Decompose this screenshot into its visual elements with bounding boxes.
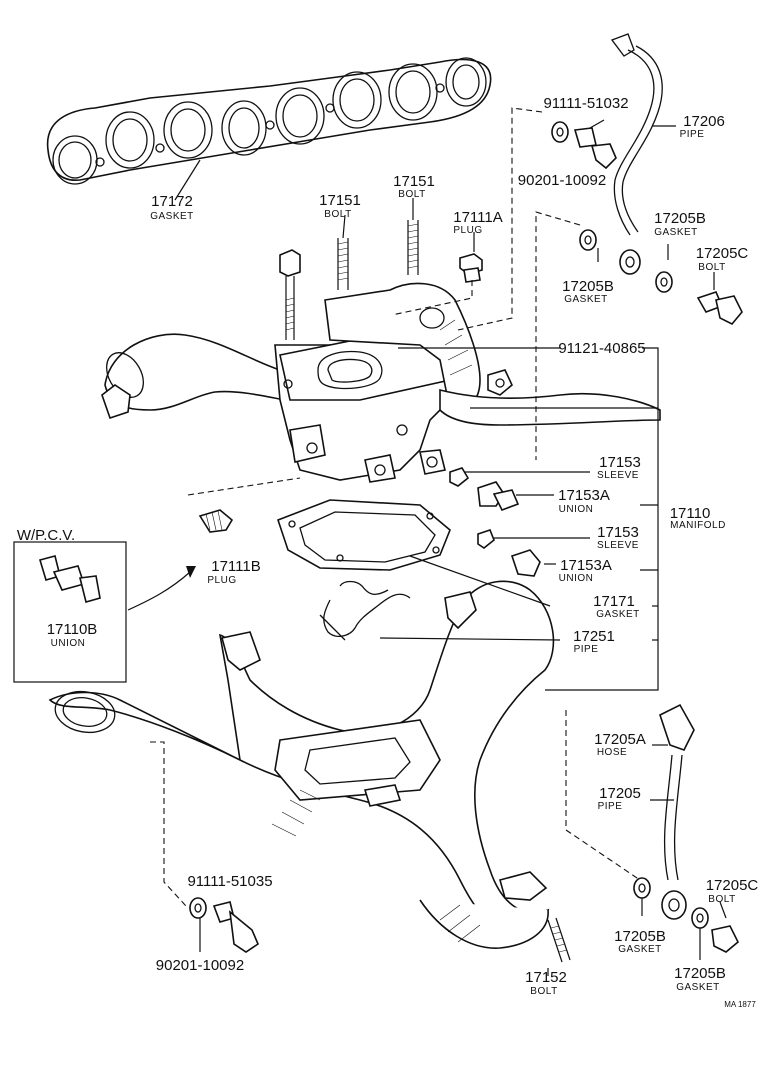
pipe-17205-drawing xyxy=(633,703,739,953)
label-17205b-4-number: 17205B xyxy=(674,965,726,982)
label-17205b-1-name: GASKET xyxy=(654,227,698,238)
label-17205-name: PIPE xyxy=(598,801,623,812)
label-17206-number: 17206 xyxy=(683,113,725,130)
label-17111a-name: PLUG xyxy=(453,225,482,236)
gasket-17171-drawing xyxy=(276,499,451,571)
label-17205-number: 17205 xyxy=(599,785,641,802)
label-17110b-number: 17110B xyxy=(47,621,98,638)
label-17205a-number: 17205A xyxy=(594,731,646,748)
pcv-arrow-head xyxy=(186,566,196,578)
label-17153a-2-name: UNION xyxy=(559,573,594,584)
fittings-right-drawing xyxy=(551,33,743,325)
drawing-code: MA 1877 xyxy=(724,1000,756,1009)
label-17111b-number: 17111B xyxy=(211,558,261,575)
label-17110-name: MANIFOLD xyxy=(670,520,726,531)
label-91121-40865: 91121-40865 xyxy=(558,340,645,357)
union-17110b-drawing xyxy=(38,555,101,603)
label-17151b-number: 17151 xyxy=(393,173,435,190)
label-17151a-number: 17151 xyxy=(319,192,361,209)
label-17151a-name: BOLT xyxy=(324,209,351,220)
label-17152-number: 17152 xyxy=(525,969,567,986)
label-17206-name: PIPE xyxy=(680,129,705,140)
label-17151b-name: BOLT xyxy=(398,189,425,200)
label-17205b-3-name: GASKET xyxy=(618,944,662,955)
label-17205b-1-number: 17205B xyxy=(654,210,706,227)
label-17205a-name: HOSE xyxy=(597,747,627,758)
sleeves-unions-drawing xyxy=(198,467,541,577)
label-17153-1-name: SLEEVE xyxy=(597,470,639,481)
label-17205b-2-name: GASKET xyxy=(564,294,608,305)
label-17153-2-number: 17153 xyxy=(597,524,639,541)
label-17205c-1-name: BOLT xyxy=(698,262,725,273)
label-17205c-1-number: 17205C xyxy=(696,245,749,262)
label-91111-51032: 91111-51032 xyxy=(543,95,628,112)
label-90201-10092-bot: 90201-10092 xyxy=(156,957,244,974)
label-17251-number: 17251 xyxy=(573,628,615,645)
pcv-inset-box xyxy=(13,541,127,683)
label-17205c-2-name: BOLT xyxy=(708,894,735,905)
label-91111-51035: 91111-51035 xyxy=(187,873,272,890)
exhaust-manifold-drawing xyxy=(48,580,555,949)
fittings-bottom-left-drawing xyxy=(189,897,259,953)
label-17205b-4-name: GASKET xyxy=(676,982,720,993)
leader-lines xyxy=(150,107,727,976)
label-17110b-name: UNION xyxy=(51,638,86,649)
pcv-arrow xyxy=(127,571,191,611)
bolt-17152-drawing xyxy=(547,917,571,963)
label-17171-name: GASKET xyxy=(596,609,640,620)
label-17172-name: GASKET xyxy=(150,211,194,222)
gasket-17172-drawing xyxy=(46,57,492,185)
intake-manifold-drawing xyxy=(101,282,661,483)
label-wpcv: W/P.C.V. xyxy=(17,527,75,544)
label-17152-name: BOLT xyxy=(530,986,557,997)
label-17251-name: PIPE xyxy=(574,644,599,655)
bolts-top-drawing xyxy=(279,220,483,340)
label-17153-1-number: 17153 xyxy=(599,454,641,471)
label-17172-number: 17172 xyxy=(151,193,193,210)
label-17111b-name: PLUG xyxy=(207,575,236,586)
pipe-17251-drawing xyxy=(319,580,411,641)
label-90201-10092-top: 90201-10092 xyxy=(518,172,606,189)
label-17110-number: 17110 xyxy=(670,505,711,522)
label-17111a-number: 17111A xyxy=(453,209,503,226)
label-17205b-3-number: 17205B xyxy=(614,928,666,945)
label-17205b-2-number: 17205B xyxy=(562,278,614,295)
label-17153a-1-name: UNION xyxy=(559,504,594,515)
label-17205c-2-number: 17205C xyxy=(706,877,759,894)
label-17153-2-name: SLEEVE xyxy=(597,540,639,551)
label-17171-number: 17171 xyxy=(593,593,635,610)
label-17153a-1-number: 17153A xyxy=(558,487,610,504)
label-17153a-2-number: 17153A xyxy=(560,557,612,574)
